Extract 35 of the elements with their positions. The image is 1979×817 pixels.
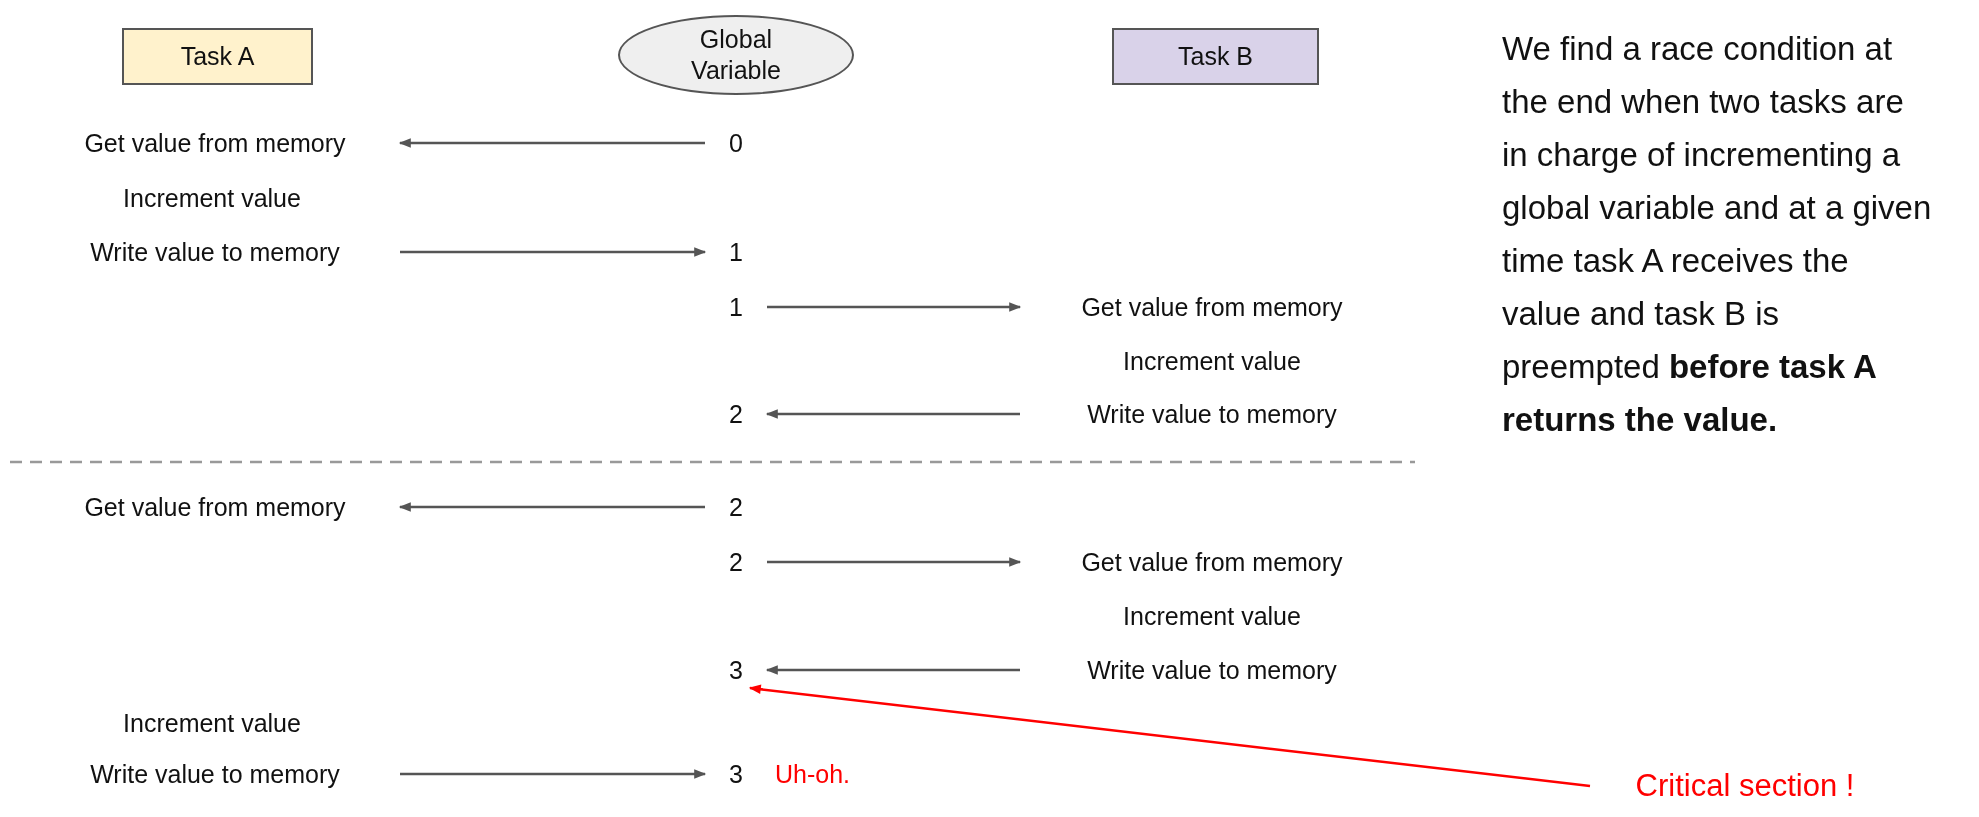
step-text: Write value to memory [30, 234, 400, 270]
value-number: 2 [705, 396, 767, 432]
step-text: Get value from memory [30, 125, 400, 161]
arrow [767, 302, 1022, 312]
arrow [398, 138, 705, 148]
value-number: 1 [705, 289, 767, 325]
step-text: Increment value [123, 183, 301, 213]
arrow [400, 247, 707, 257]
arrow [767, 557, 1022, 567]
step-text: Increment value [123, 708, 301, 738]
arrow [748, 684, 1591, 788]
warning-text: Uh-oh. [775, 759, 851, 789]
step-text: Increment value [1123, 601, 1301, 631]
arrow [765, 409, 1020, 419]
callout-text: Critical section ! [1590, 764, 1900, 808]
step-text: Write value to memory [1020, 652, 1404, 688]
value-number: 3 [705, 652, 767, 688]
arrow [400, 769, 707, 779]
value-number: 2 [705, 544, 767, 580]
value-number: 3 [705, 756, 767, 792]
arrow [765, 665, 1020, 675]
value-number: 0 [705, 125, 767, 161]
task-box: Task B [1112, 28, 1319, 85]
explanation-paragraph: We find a race condition at the end when two tasks are in charge of incrementing a global variable and at a given time task A receives the value and task B is preempted before task A returns the value. [1502, 29, 1932, 440]
value-number: 2 [705, 489, 767, 525]
arrow [398, 502, 705, 512]
step-text: Get value from memory [1020, 544, 1404, 580]
step-text: Write value to memory [1020, 396, 1404, 432]
step-text: Increment value [1123, 346, 1301, 376]
step-text: Get value from memory [30, 489, 400, 525]
step-text: Get value from memory [1020, 289, 1404, 325]
task-box: Task A [122, 28, 313, 85]
step-text: Write value to memory [30, 756, 400, 792]
variable-ellipse: Global Variable [618, 15, 854, 95]
value-number: 1 [705, 234, 767, 270]
